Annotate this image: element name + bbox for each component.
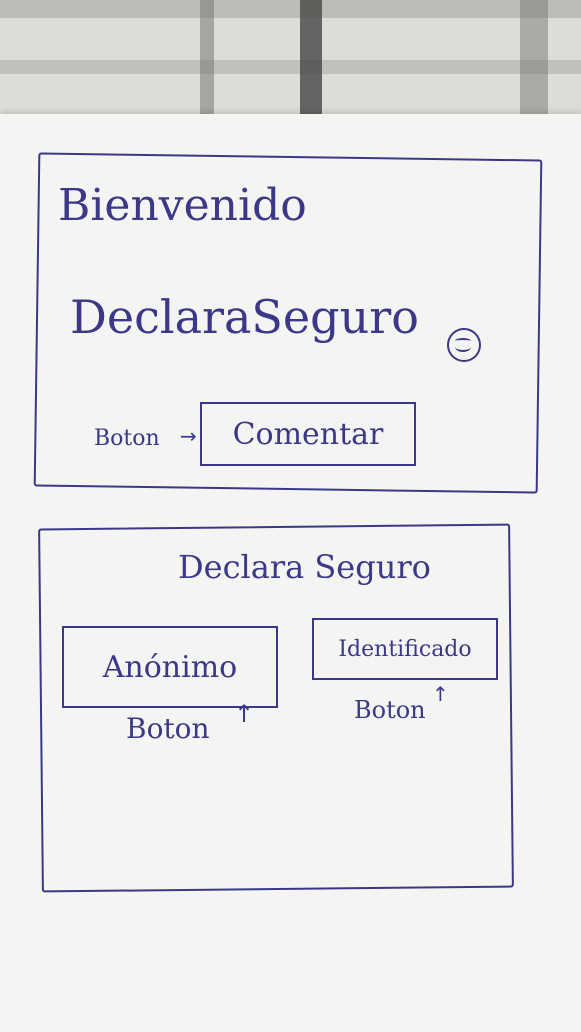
paper-sheet xyxy=(0,114,581,1032)
comment-button-label: Comentar xyxy=(232,416,384,452)
mode-screen-title: Declara Seguro xyxy=(178,548,431,586)
anonymous-button-label: Anónimo xyxy=(102,649,238,685)
anonymous-button[interactable]: Anónimo xyxy=(62,626,278,708)
app-name-title: DeclaraSeguro xyxy=(70,290,419,344)
comment-button[interactable]: Comentar xyxy=(200,402,416,466)
identified-button-label: Identificado xyxy=(338,636,472,662)
smiley-icon xyxy=(447,328,481,362)
anonymous-annotation: Boton xyxy=(126,712,210,745)
identified-button[interactable]: Identificado xyxy=(312,618,498,680)
button-annotation: Boton xyxy=(94,426,160,451)
arrow-icon: → xyxy=(180,424,197,448)
greeting-text: Bienvenido xyxy=(58,180,307,231)
arrow-icon: ↑ xyxy=(432,682,449,706)
identified-annotation: Boton xyxy=(354,696,426,724)
arrow-icon: ↑ xyxy=(234,700,255,728)
